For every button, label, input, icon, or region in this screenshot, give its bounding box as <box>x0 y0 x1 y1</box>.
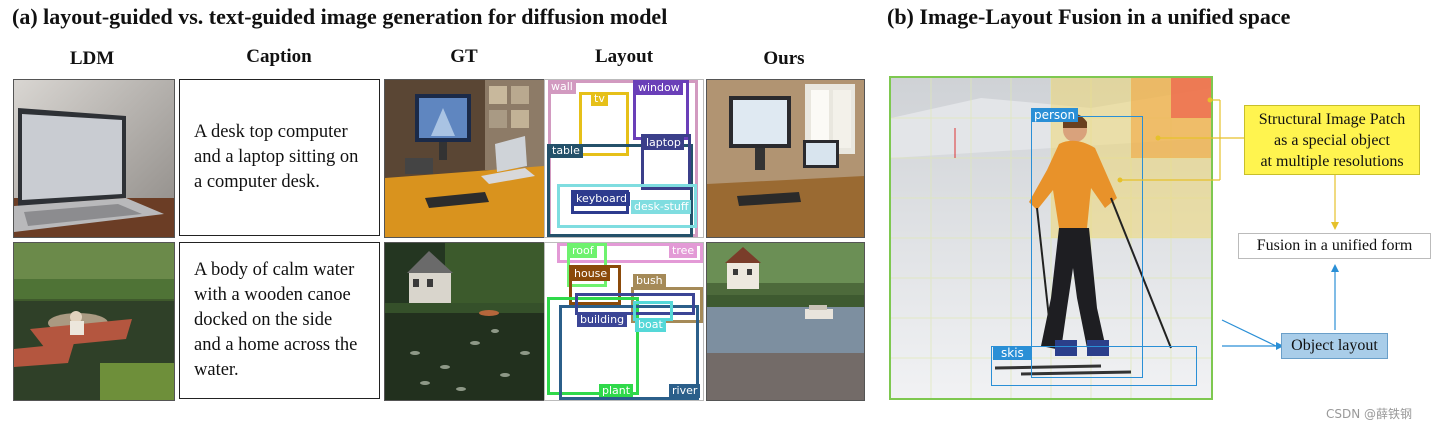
caption-line: with a wooden canoe <box>194 285 351 305</box>
layout-label-house: house <box>571 267 611 281</box>
column-header-caption: Caption <box>246 46 312 67</box>
layout-box-river <box>559 305 699 400</box>
layout-map-lake: tree roof house bush plant river buildin… <box>544 242 704 401</box>
panel-b-title: (b) Image-Layout Fusion in a unified spa… <box>887 4 1291 29</box>
note-line: Structural Image Patch <box>1258 111 1406 128</box>
object-layout-note: Object layout <box>1281 333 1388 359</box>
layout-box-laptop <box>641 134 691 190</box>
note-line: at multiple resolutions <box>1260 153 1404 170</box>
caption-box-canoe: A body of calm water with a wooden canoe… <box>179 242 380 399</box>
layout-box-plant <box>547 297 639 395</box>
skis-bbox-label: skis <box>993 346 1032 360</box>
caption-line: A desk top computer <box>194 122 348 142</box>
layout-box-table <box>547 144 693 237</box>
caption-line: water. <box>194 360 239 380</box>
connector-arrows <box>1117 97 1284 350</box>
column-header-gt: GT <box>450 46 478 67</box>
layout-box-desk-stuff <box>557 184 697 228</box>
layout-label-window: window <box>635 81 683 95</box>
caption-line: docked on the side <box>194 310 333 330</box>
ours-lake-image <box>706 242 865 401</box>
layout-label-building: building <box>577 313 628 327</box>
layout-label-wall: wall <box>548 80 576 94</box>
layout-label-desk-stuff: desk-stuff <box>631 200 692 214</box>
gt-lake-image <box>384 242 545 401</box>
gt-desk-image <box>384 79 545 238</box>
ldm-canoe-image <box>13 242 175 401</box>
structural-image-patch-note: Structural Image Patch as a special obje… <box>1244 105 1420 175</box>
layout-map-desk: wall tv window table laptop desk-stuff k… <box>544 79 704 238</box>
note-line: as a special object <box>1274 132 1390 149</box>
layout-label-tv: tv <box>591 92 608 106</box>
panel-a-title: (a) layout-guided vs. text-guided image … <box>12 4 668 29</box>
fusion-unified-form-note: Fusion in a unified form <box>1238 233 1431 259</box>
column-header-layout: Layout <box>594 46 654 67</box>
layout-label-bush: bush <box>633 274 666 288</box>
skier-image-panel: person skis <box>889 76 1213 400</box>
layout-label-tree: tree <box>669 244 698 258</box>
layout-box-house <box>569 265 621 305</box>
column-header-ours: Ours <box>763 48 805 69</box>
layout-label-boat: boat <box>635 318 666 332</box>
ldm-laptop-image <box>13 79 175 238</box>
layout-label-roof: roof <box>569 244 597 258</box>
caption-box-desk: A desk top computer and a laptop sitting… <box>179 79 380 236</box>
vertical-arrows <box>1331 172 1339 330</box>
layout-label-keyboard: keyboard <box>573 192 631 206</box>
caption-line: A body of calm water <box>194 260 355 280</box>
layout-label-river: river <box>669 384 701 398</box>
caption-line: and a laptop sitting on <box>194 147 359 167</box>
layout-label-laptop: laptop <box>643 136 684 150</box>
caption-line: a computer desk. <box>194 172 320 192</box>
layout-label-table: table <box>549 144 583 158</box>
layout-label-plant: plant <box>599 384 634 398</box>
caption-line: and a home across the <box>194 335 358 355</box>
column-header-ldm: LDM <box>69 48 115 69</box>
person-bbox <box>1031 116 1143 378</box>
skis-bbox <box>991 346 1197 386</box>
layout-box-tree <box>557 243 703 263</box>
person-bbox-label: person <box>1031 108 1079 122</box>
ours-desk-image <box>706 79 865 238</box>
watermark: CSDN @薛铁钢 <box>1326 407 1413 421</box>
